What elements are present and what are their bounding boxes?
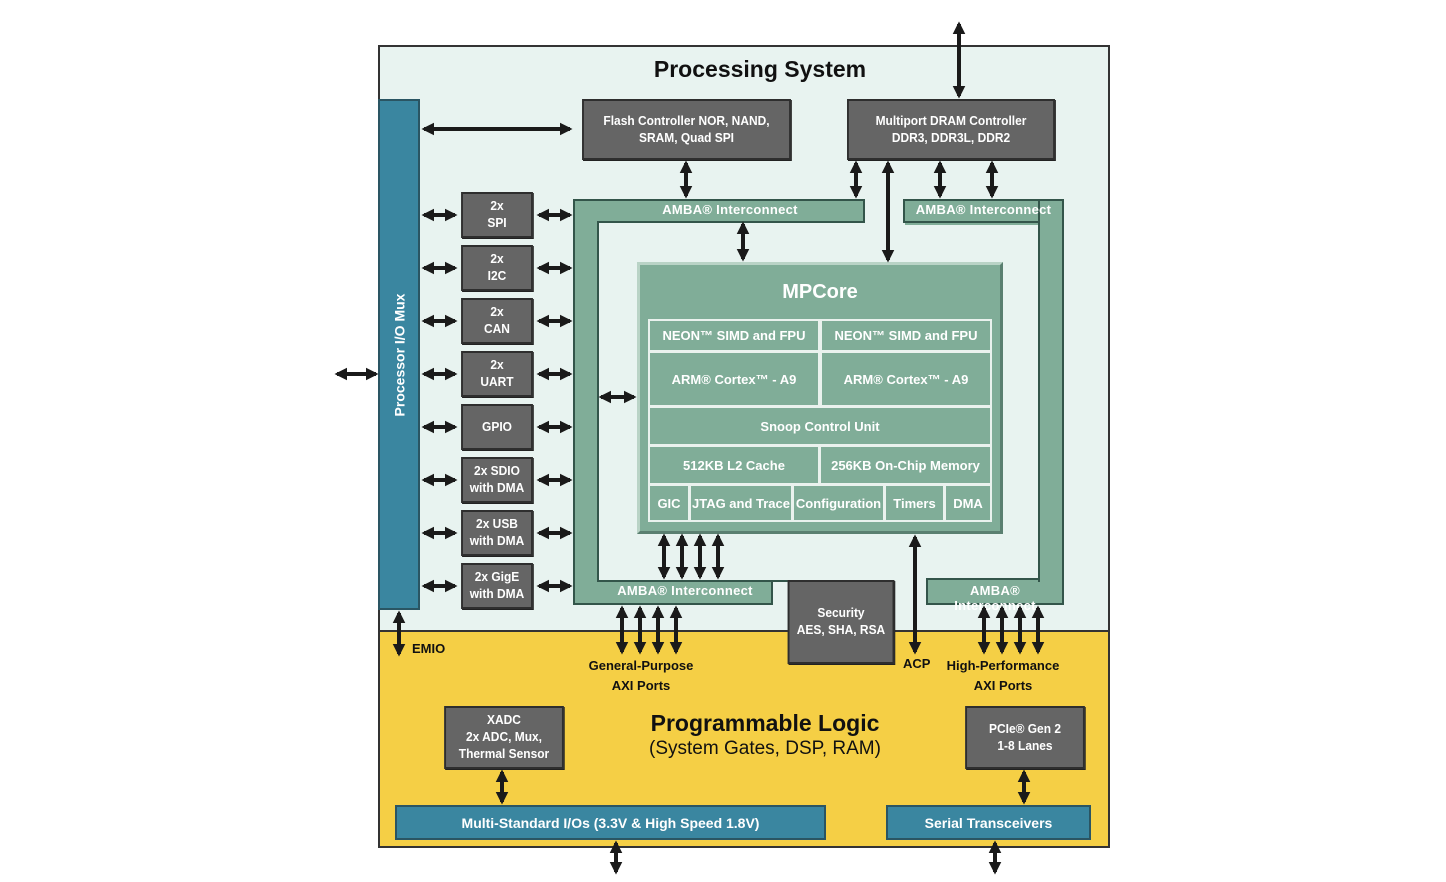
multi-standard-io-label: Multi-Standard I/Os (3.3V & High Speed 1… [461,814,760,831]
xadc-line1: XADC [487,712,521,728]
peripheral-spi-line2: SPI [487,215,507,230]
amba-right-inner [903,221,1040,582]
amba-label-top-left: AMBA® Interconnect [662,202,798,217]
peripheral-gpio-line1: GPIO [482,418,512,434]
peripheral-sdio-line1: 2x SDIO [474,463,520,479]
mpcore-block: MPCore NEON™ SIMD and FPU NEON™ SIMD and… [637,262,1003,534]
gp-axi-line1: General-Purpose [588,658,694,673]
amba-interconnect-left-vertical [573,199,599,605]
amba-right-fill-b [1040,201,1062,603]
programmable-logic-subtitle: (System Gates, DSP, RAM) [649,738,881,759]
dram-controller-line2: DDR3, DDR3L, DDR2 [891,129,1011,145]
peripheral-can-line2: CAN [484,321,510,336]
amba-right-inner-bottom-end [926,578,928,582]
flash-controller-line2: SRAM, Quad SPI [638,129,735,145]
amba-interconnect-bottom-left [573,580,773,605]
multi-standard-io-bar: Multi-Standard I/Os (3.3V & High Speed 1… [395,805,826,840]
peripheral-usb-line1: 2x USB [476,516,518,532]
amba-right-fill-c [928,578,1040,582]
peripheral-gige-line1: 2x GigE [474,569,520,585]
peripheral-gige-line2: with DMA [469,586,525,601]
gp-axi-line2: AXI Ports [611,677,671,693]
xadc-line3: Thermal Sensor [458,745,550,761]
amba-label-bottom-left: AMBA® Interconnect [617,583,753,598]
peripheral-sdio-line2: with DMA [469,480,525,495]
pcie-line2: 1-8 Lanes [997,737,1053,753]
peripheral-i2c-line2: I2C [487,268,507,283]
peripheral-can-line1: 2x [490,304,504,320]
security-line2: AES, SHA, RSA [796,622,886,637]
serial-transceivers-bar: Serial Transceivers [886,805,1091,840]
amba-left-top-edge [863,199,865,223]
amba-right-fill-a [905,223,1038,225]
hp-axi-line1: High-Performance [946,658,1060,673]
processor-io-mux: Processor I/O Mux [378,99,420,610]
xadc-line2: 2x ADC, Mux, [465,729,542,745]
programmable-logic-title: Programmable Logic [650,710,880,736]
flash-controller-block: Flash Controller NOR, NAND,SRAM, Quad SP… [582,99,791,160]
dram-controller-line1: Multiport DRAM Controller [875,112,1027,128]
amba-left-bottom-edge [771,580,773,605]
peripheral-usb-line2: with DMA [469,533,525,548]
peripheral-i2c-line1: 2x [490,251,504,267]
emio-label: EMIO [412,641,446,656]
peripheral-uart-line2: UART [480,374,514,389]
peripheral-spi-line1: 2x [490,198,504,214]
flash-controller-line1: Flash Controller NOR, NAND, [603,112,770,128]
security-line1: Security [817,605,865,621]
serial-transceivers-label: Serial Transceivers [924,814,1053,831]
mpcore-title: MPCore [782,281,858,303]
peripheral-gpio: GPIO [461,404,533,450]
amba-right-inner-bottom [926,578,1040,580]
peripheral-uart-line1: 2x [490,357,504,373]
amba-label-top-right: AMBA® Interconnect [915,202,1052,217]
processing-system-title: Processing System [653,56,867,82]
amba-interconnect-top-left [573,199,865,223]
hp-axi-line2: AXI Ports [973,677,1033,693]
acp-label: ACP [903,656,931,671]
pcie-line1: PCIe® Gen 2 [989,720,1061,736]
dma-cell: DMA [944,484,992,522]
